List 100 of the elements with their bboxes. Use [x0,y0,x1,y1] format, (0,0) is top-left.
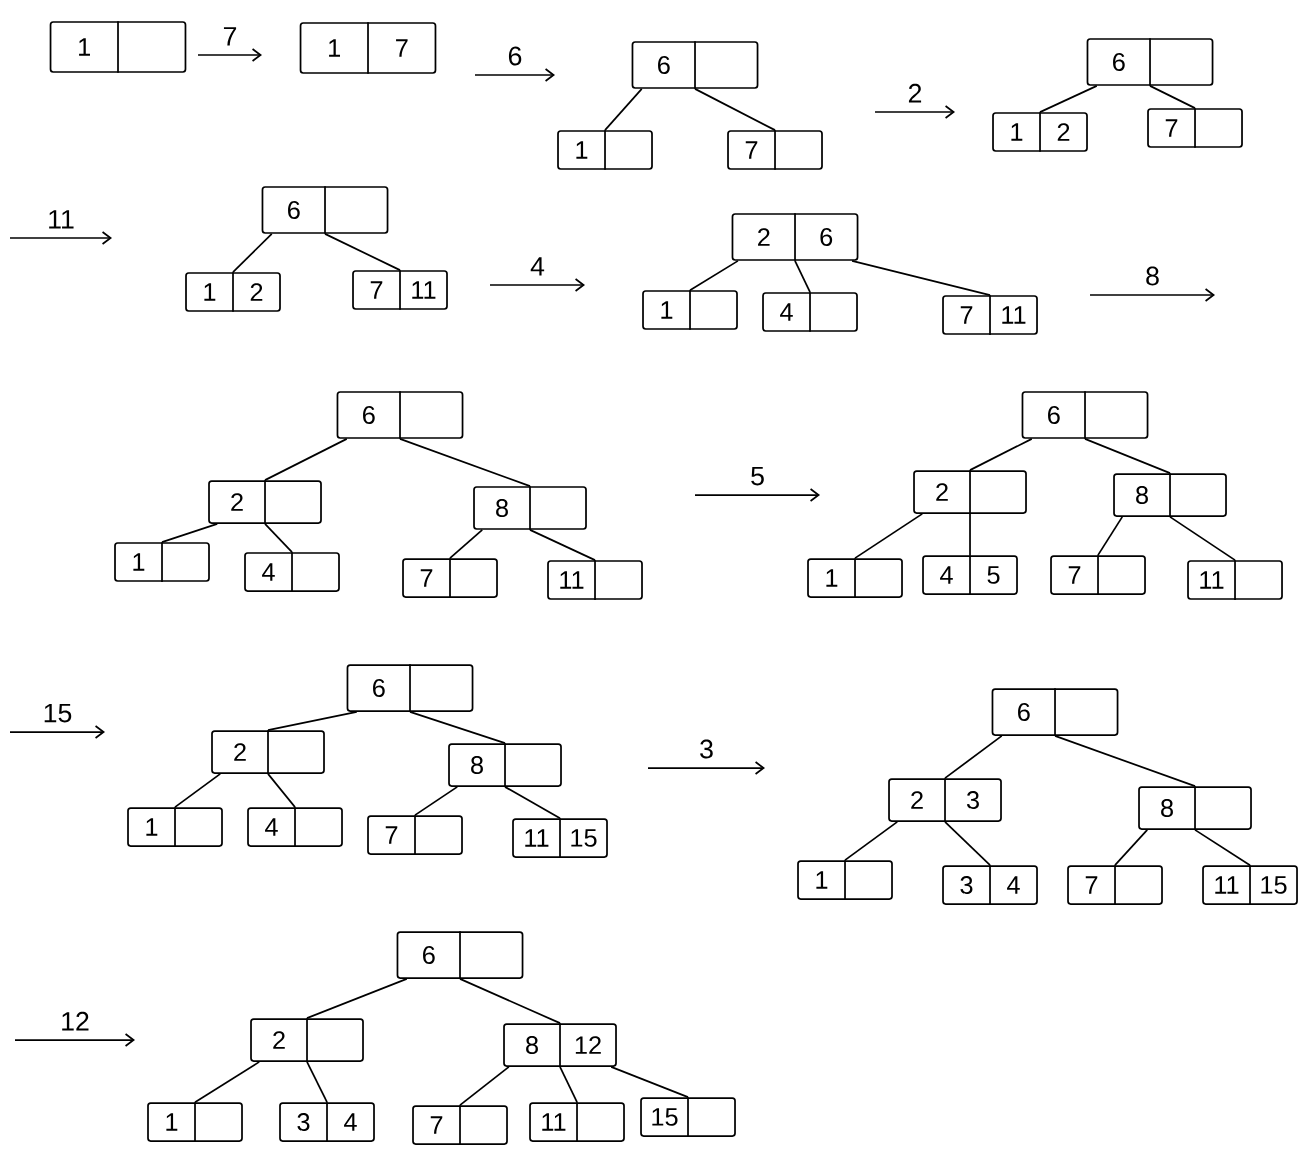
tree-link [844,821,899,861]
btree-node: 1 2 [185,271,281,313]
tree-link [399,438,531,487]
tree-link [267,711,358,731]
inserted-key: 8 [1146,266,1159,286]
btree-node: 2 3 [888,777,1002,823]
btree-node: 4 [247,806,343,848]
btree-node: 7 [1067,864,1163,906]
tree-link [161,523,219,543]
tree-link [610,1066,689,1098]
btree-node: 6 [1021,390,1149,440]
btree-node: 7 [412,1104,508,1146]
btree-node: 6 [991,687,1119,737]
btree-node: 2 [211,729,325,775]
btree-node: 6 [346,663,474,713]
btree-node: 1 [49,20,187,74]
tree-link [689,260,739,291]
tree-link [324,233,401,271]
btree-node: 1 [797,859,893,901]
tree-link [694,88,776,131]
btree-node: 11 15 [512,817,608,859]
btree-node: 7 [1050,554,1146,596]
tree-link [1097,516,1124,556]
tree-link [944,735,1003,779]
btree-node: 11 [1187,559,1283,601]
btree-node: 3 4 [279,1101,375,1143]
tree-link [559,1066,578,1103]
btree-node: 8 [1138,785,1252,831]
tree-link [232,233,273,273]
tree-link [969,438,1033,471]
btree-node: 11 [529,1101,625,1143]
tree-link [1114,829,1149,866]
tree-link [504,786,561,819]
tree-link [1084,438,1171,474]
tree-link [414,786,459,816]
tree-link [459,1066,510,1106]
btree-node: 11 [547,559,643,601]
tree-link [1039,85,1098,113]
tree-link [529,529,596,561]
btree-node: 8 12 [503,1022,617,1068]
inserted-key: 2 [908,83,922,103]
inserted-key: 5 [751,466,764,486]
btree-node: 15 [640,1096,736,1138]
tree-link [794,260,811,293]
btree-node: 1 [642,289,738,331]
tree-link [1054,735,1196,787]
inserted-key: 6 [508,46,522,66]
btree-node: 4 [244,551,340,593]
btree-node: 1 7 [299,21,437,75]
btree-node: 8 [473,485,587,531]
btree-node: 6 [336,390,464,440]
tree-link [264,438,348,481]
inserted-key: 15 [44,703,72,723]
btree-node: 7 11 [352,269,448,311]
btree-node: 4 [762,291,858,333]
tree-link [1194,829,1251,866]
btree-node: 1 [114,541,210,583]
tree-link [306,978,408,1019]
btree-node: 7 [367,814,463,856]
inserted-key: 4 [530,257,545,276]
btree-node: 7 [727,129,823,171]
inserted-key: 3 [700,739,713,759]
tree-link [449,529,484,559]
btree-node: 2 [913,469,1027,515]
btree-node: 2 6 [731,212,859,262]
btree-node: 1 [557,129,653,171]
tree-link [854,513,924,559]
tree-link [1149,85,1196,109]
tree-link [194,1061,261,1103]
btree-node: 7 [402,557,498,599]
btree-node: 8 [1113,472,1227,518]
inserted-key: 7 [223,27,237,46]
tree-link [604,88,643,131]
btree-node: 2 [250,1017,364,1063]
btree-node: 1 [127,806,223,848]
tree-link [969,513,971,556]
tree-link [174,773,222,808]
btree-node: 1 2 [992,111,1088,153]
btree-node: 6 [1086,37,1214,87]
btree-node: 1 [807,557,903,599]
btree-node: 7 [1147,107,1243,149]
tree-link [944,821,991,866]
btree-node: 4 5 [922,554,1018,596]
btree-node: 6 [631,40,759,90]
btree-node: 8 [448,742,562,788]
tree-link [306,1061,328,1103]
inserted-key: 11 [49,210,74,229]
btree-node: 11 15 [1202,864,1298,906]
btree-node: 2 [208,479,322,525]
tree-link [459,978,561,1024]
btree-node: 3 4 [942,864,1038,906]
btree-node: 6 [396,930,524,980]
tree-link [267,773,296,808]
tree-link [409,711,506,744]
tree-link [1169,516,1236,561]
tree-link [264,523,293,553]
inserted-key: 12 [62,1011,89,1031]
tree-link [851,260,991,296]
btree-node: 6 [261,185,389,235]
btree-node: 1 [147,1101,243,1143]
